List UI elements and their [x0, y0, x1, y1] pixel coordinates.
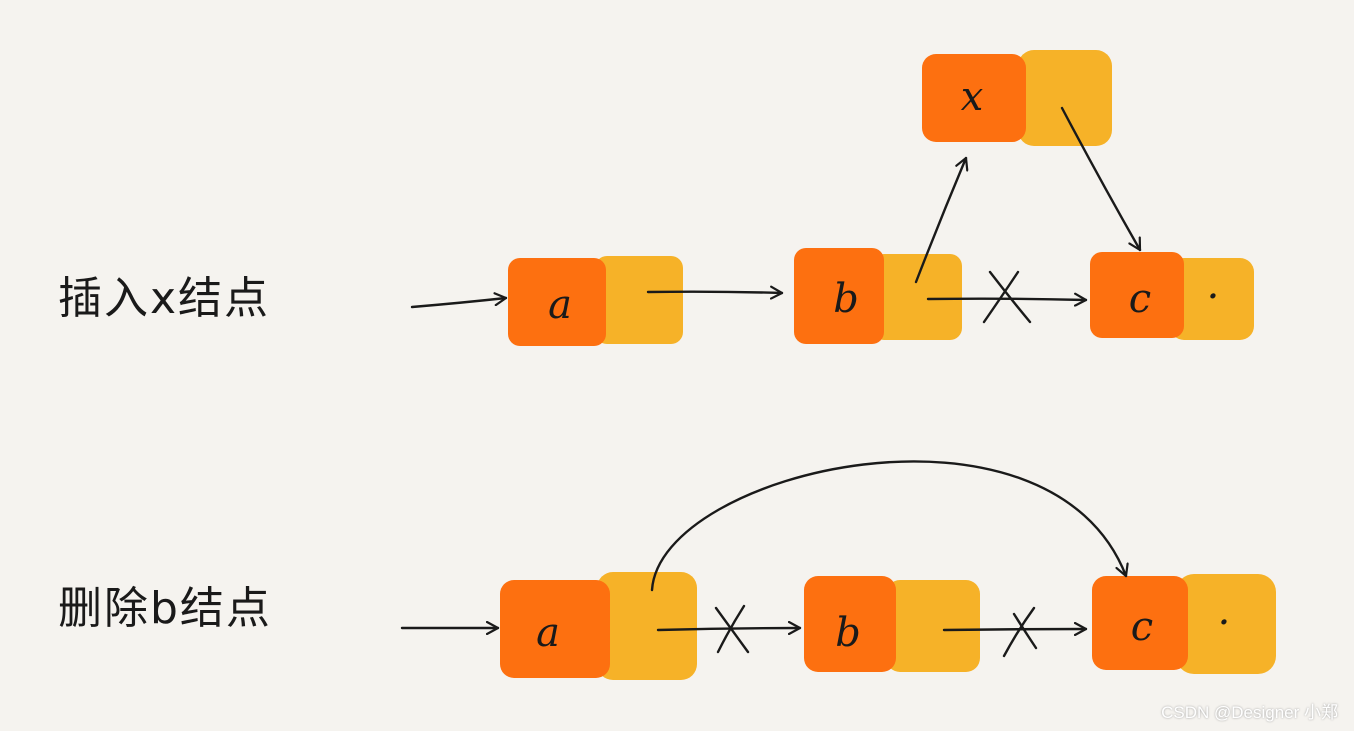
delete-node-b-value: b: [835, 610, 861, 656]
insert-node-b-pointer-cell: [872, 254, 962, 340]
insert-node-a: a: [508, 256, 683, 346]
delete-cross-mark-a-to-b: [714, 604, 750, 654]
delete-node-a: a: [500, 572, 697, 680]
delete-cross-mark-b-to-c: [1002, 606, 1038, 658]
delete-node-a-value: a: [536, 610, 560, 656]
delete-node-c-pointer: ·: [1218, 600, 1231, 646]
insert-cross-mark-b-to-c: [982, 270, 1032, 324]
delete-section: a b c ·: [400, 460, 1276, 680]
insert-node-c-pointer-cell: [1170, 258, 1254, 340]
delete-node-label: 删除b结点: [58, 583, 272, 634]
insert-node-a-value: a: [548, 282, 572, 328]
delete-node-b: b: [804, 576, 980, 672]
insert-node-a-pointer-cell: [595, 256, 683, 344]
delete-node-c: c ·: [1092, 574, 1276, 674]
delete-node-b-pointer-cell: [886, 580, 980, 672]
delete-node-c-pointer-cell: [1176, 574, 1276, 674]
insert-node-a-value-cell: [508, 258, 606, 346]
insert-arrow-b-to-x: [914, 156, 966, 284]
delete-node-c-value: c: [1131, 604, 1153, 650]
insert-node-x-value-cell: [922, 54, 1026, 142]
insert-arrow-b-to-c: [926, 299, 1088, 300]
insert-node-c-pointer: ·: [1207, 274, 1220, 320]
insert-section: a b c · x: [410, 50, 1254, 346]
delete-node-b-value-cell: [804, 576, 896, 672]
insert-node-c-value-cell: [1090, 252, 1184, 338]
insert-arrow-x-to-c: [1060, 106, 1142, 252]
insert-node-x-value: x: [961, 74, 984, 120]
delete-arrow-a-to-c-bypass: [650, 460, 1126, 592]
delete-node-a-value-cell: [500, 580, 610, 678]
insert-node-x-pointer-cell: [1018, 50, 1112, 146]
insert-node-b-value: b: [833, 276, 859, 322]
insert-node-b-value-cell: [794, 248, 884, 344]
insert-node-c: c ·: [1090, 252, 1254, 340]
delete-node-c-value-cell: [1092, 576, 1188, 670]
insert-arrow-a-to-b: [646, 292, 784, 293]
insert-arrow-head-to-a: [410, 298, 508, 309]
watermark: CSDN @Designer 小郑: [1161, 703, 1338, 722]
insert-node-c-value: c: [1129, 276, 1151, 322]
insert-node-label: 插入x结点: [58, 273, 271, 324]
delete-arrow-b-to-c: [942, 629, 1088, 630]
delete-node-a-pointer-cell: [597, 572, 697, 680]
insert-node-x: x: [922, 50, 1112, 146]
insert-node-b: b: [794, 248, 962, 344]
